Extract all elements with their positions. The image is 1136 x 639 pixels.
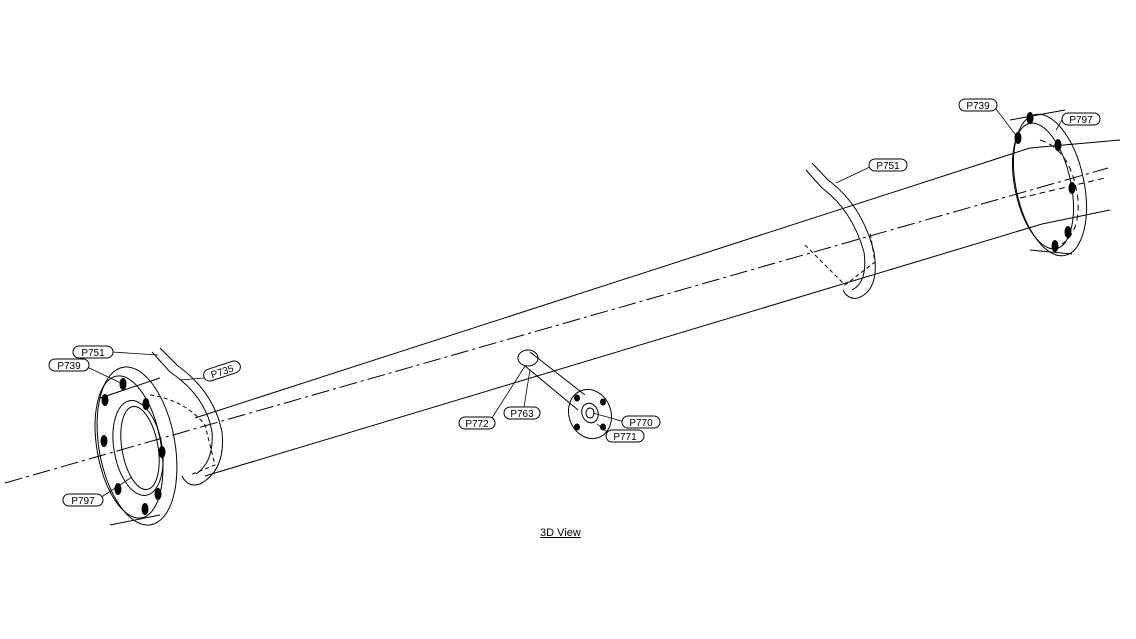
flange-right-outer (1013, 113, 1087, 257)
tag-label: P770 (629, 418, 653, 429)
pipe-centerline (4, 167, 1109, 484)
tag-label: P797 (1069, 115, 1093, 126)
pipe-bottom-edge (204, 223, 1043, 477)
tag-p739-left: P739 (48, 358, 90, 372)
tag-p772: P772 (458, 416, 496, 430)
tag-label: P739 (966, 101, 990, 112)
tag-label: P772 (465, 419, 489, 430)
left-bent-tube (159, 347, 224, 486)
pipe-lower-tangent (1041, 209, 1111, 225)
tag-p735: P735 (203, 360, 241, 382)
tag-p797-right: P797 (1061, 112, 1101, 126)
tag-p770: P770 (621, 415, 661, 429)
tag-p751-right: P751 (868, 158, 908, 172)
tag-label: P763 (510, 409, 534, 420)
tag-label: P771 (613, 432, 637, 443)
flange-left-bore-inner (120, 406, 160, 490)
tag-p763: P763 (503, 406, 541, 420)
nozzle-flange (567, 388, 613, 440)
pipe-top-edge (194, 147, 1031, 419)
flange-left-bore (112, 400, 164, 496)
tag-p739-right: P739 (958, 98, 998, 112)
tag-label: P739 (57, 361, 81, 372)
flange-left-face (94, 375, 164, 519)
nozzle-stub (517, 349, 539, 367)
tag-label: P751 (81, 348, 105, 359)
flange-left-outer (96, 366, 178, 526)
right-bent-tube (811, 162, 876, 299)
tag-p771: P771 (605, 429, 645, 443)
pipe-hidden-line (1019, 177, 1106, 199)
tag-p797-left: P797 (62, 493, 104, 507)
nozzle-pipe-top (529, 351, 586, 396)
nozzle-pipe-bottom (524, 365, 579, 411)
pipe-upper-tangent (1029, 139, 1121, 149)
tag-label: P751 (876, 161, 900, 172)
tag-label: P735 (210, 363, 236, 381)
view-caption: 3D View (540, 527, 581, 539)
bolt-holes (100, 112, 1076, 515)
tag-p751-left: P751 (72, 345, 114, 359)
tag-label: P797 (71, 496, 95, 507)
